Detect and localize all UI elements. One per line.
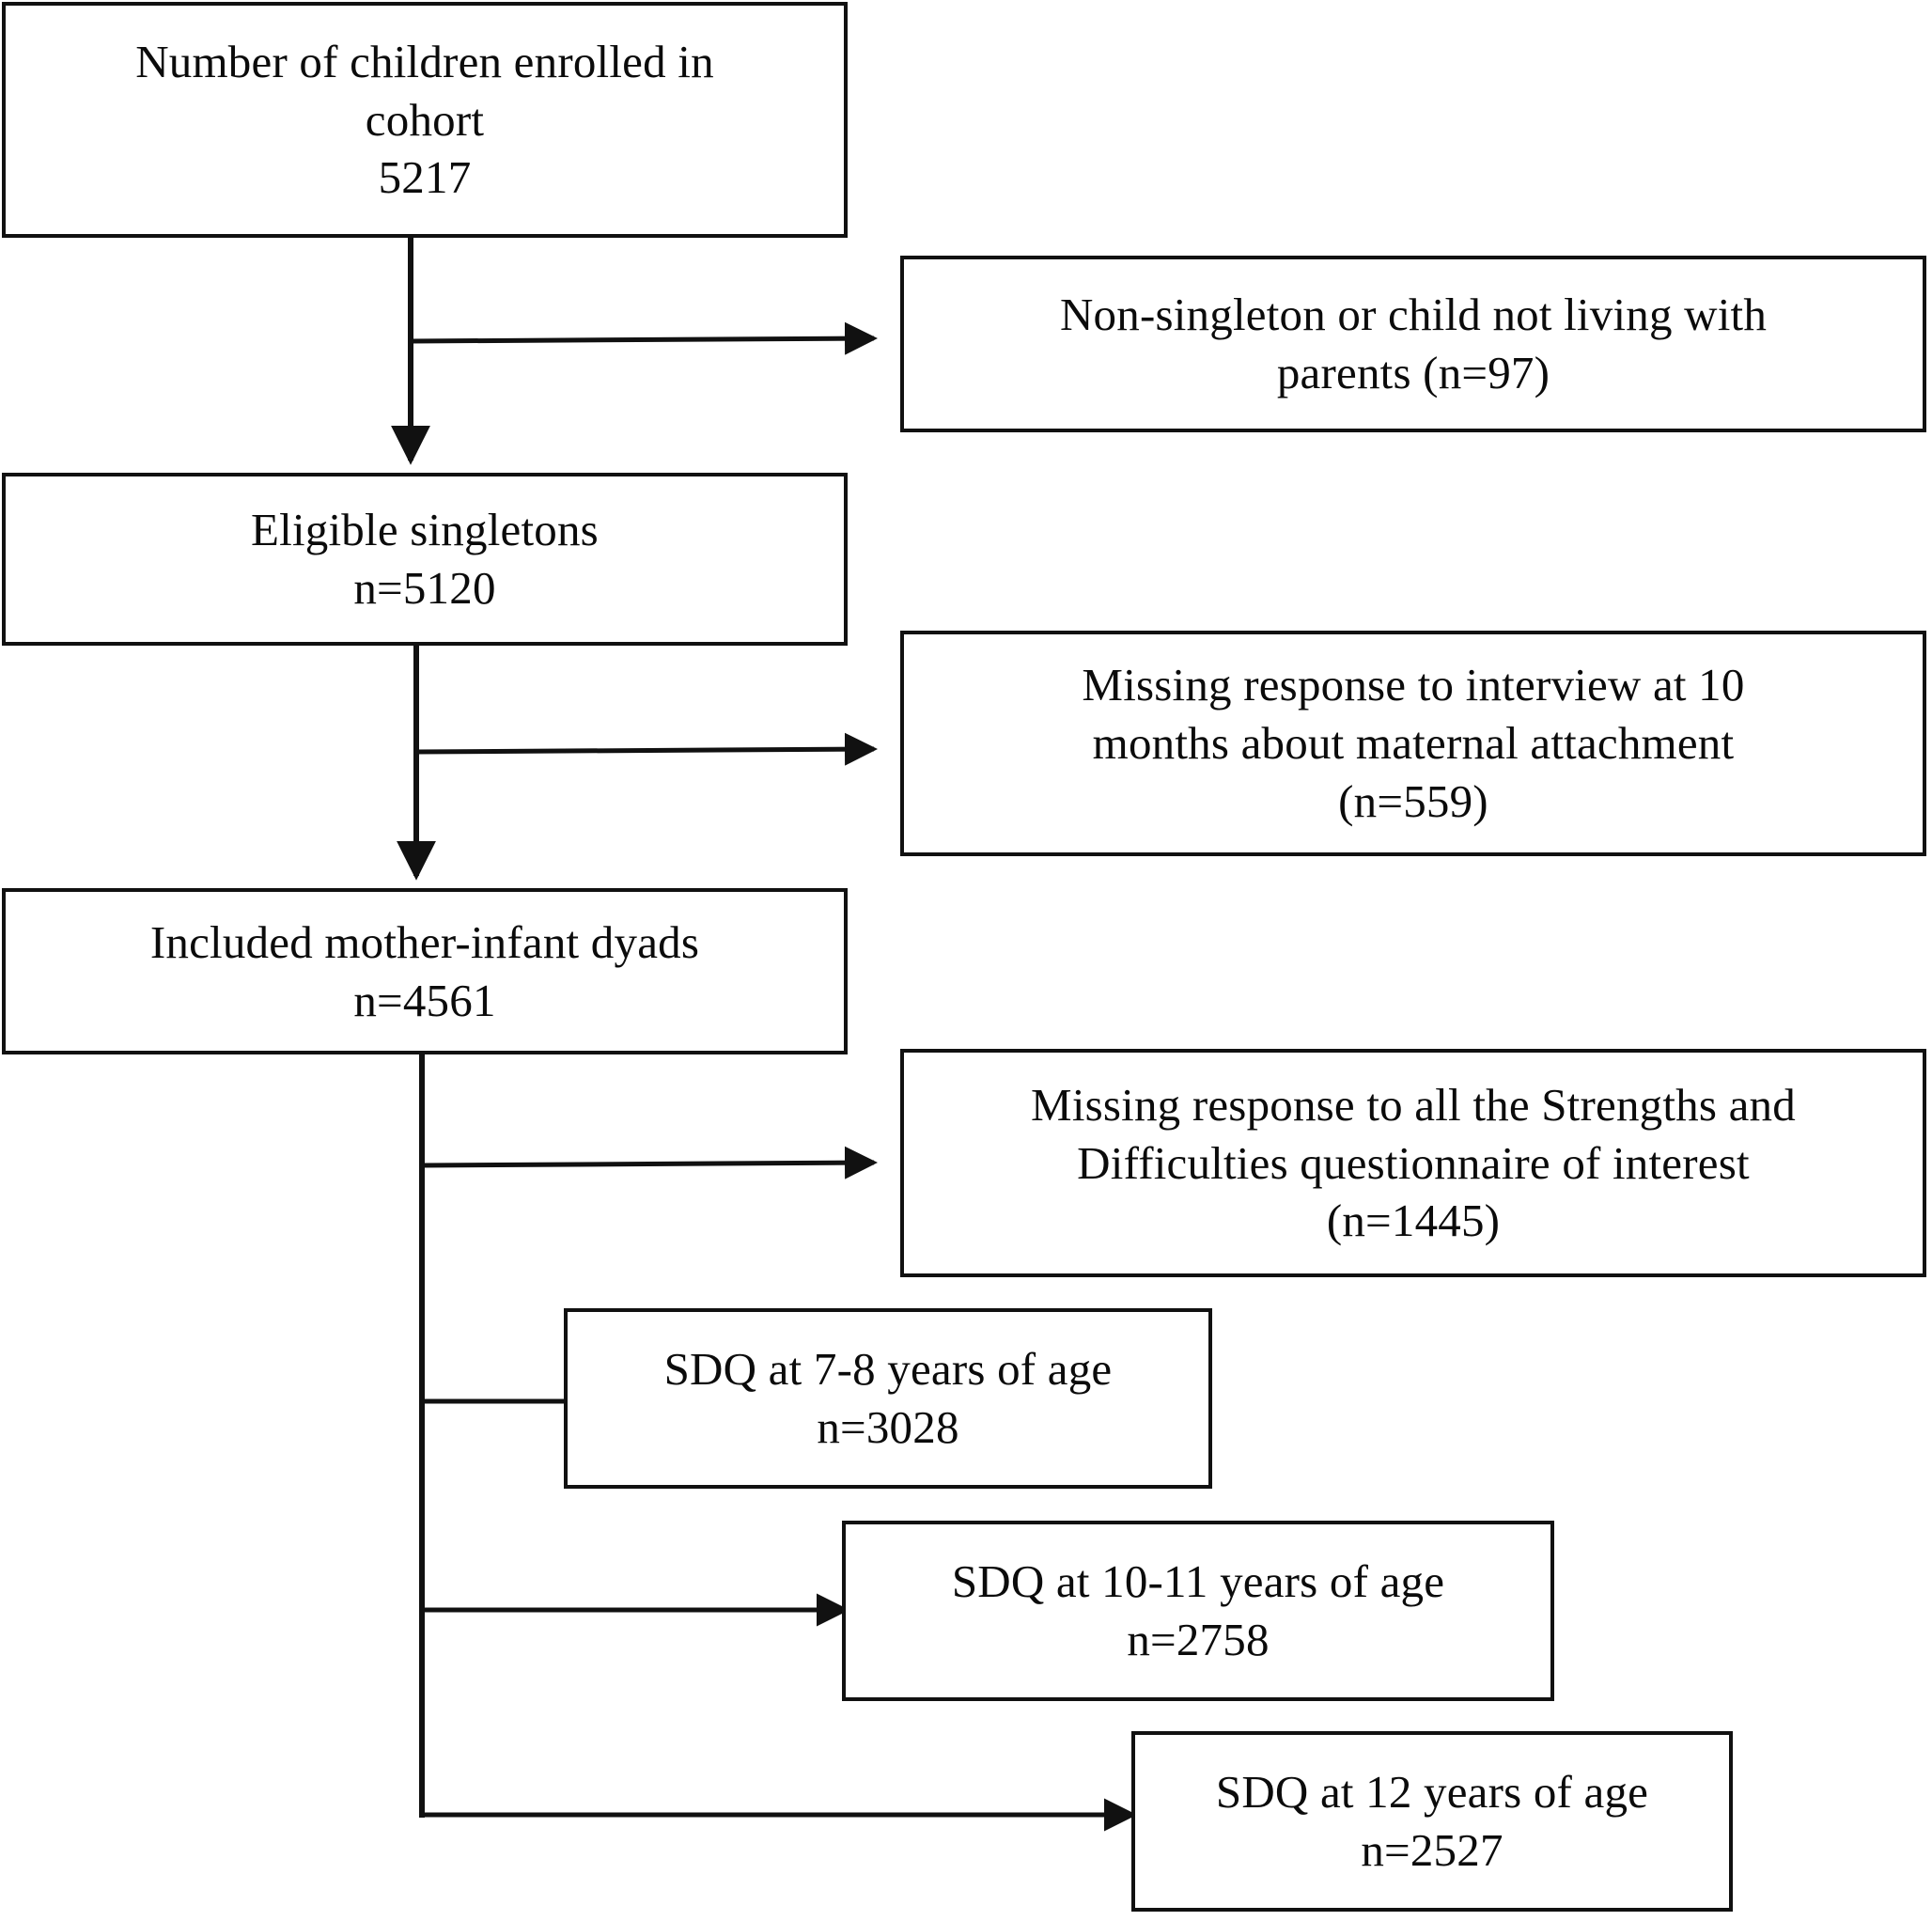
edge-eligible-to-missing-interview	[415, 732, 878, 766]
node-enrolled: Number of children enrolled in cohort 52…	[2, 2, 848, 238]
node-sdq-7-8: SDQ at 7-8 years of age n=3028	[564, 1308, 1212, 1489]
edge-included-to-missing-sdq	[421, 1146, 878, 1179]
node-eligible-singletons: Eligible singletons n=5120	[2, 473, 848, 646]
edge-enrolled-to-non-singleton	[410, 321, 878, 355]
node-excluded-non-singleton: Non-singleton or child not living with p…	[900, 256, 1926, 432]
node-sdq-10-11: SDQ at 10-11 years of age n=2758	[842, 1521, 1554, 1701]
node-included-dyads: Included mother-infant dyads n=4561	[2, 888, 848, 1054]
node-excluded-missing-interview: Missing response to interview at 10 mont…	[900, 631, 1926, 856]
node-excluded-missing-sdq: Missing response to all the Strengths an…	[900, 1049, 1926, 1277]
node-sdq-12: SDQ at 12 years of age n=2527	[1131, 1731, 1733, 1912]
